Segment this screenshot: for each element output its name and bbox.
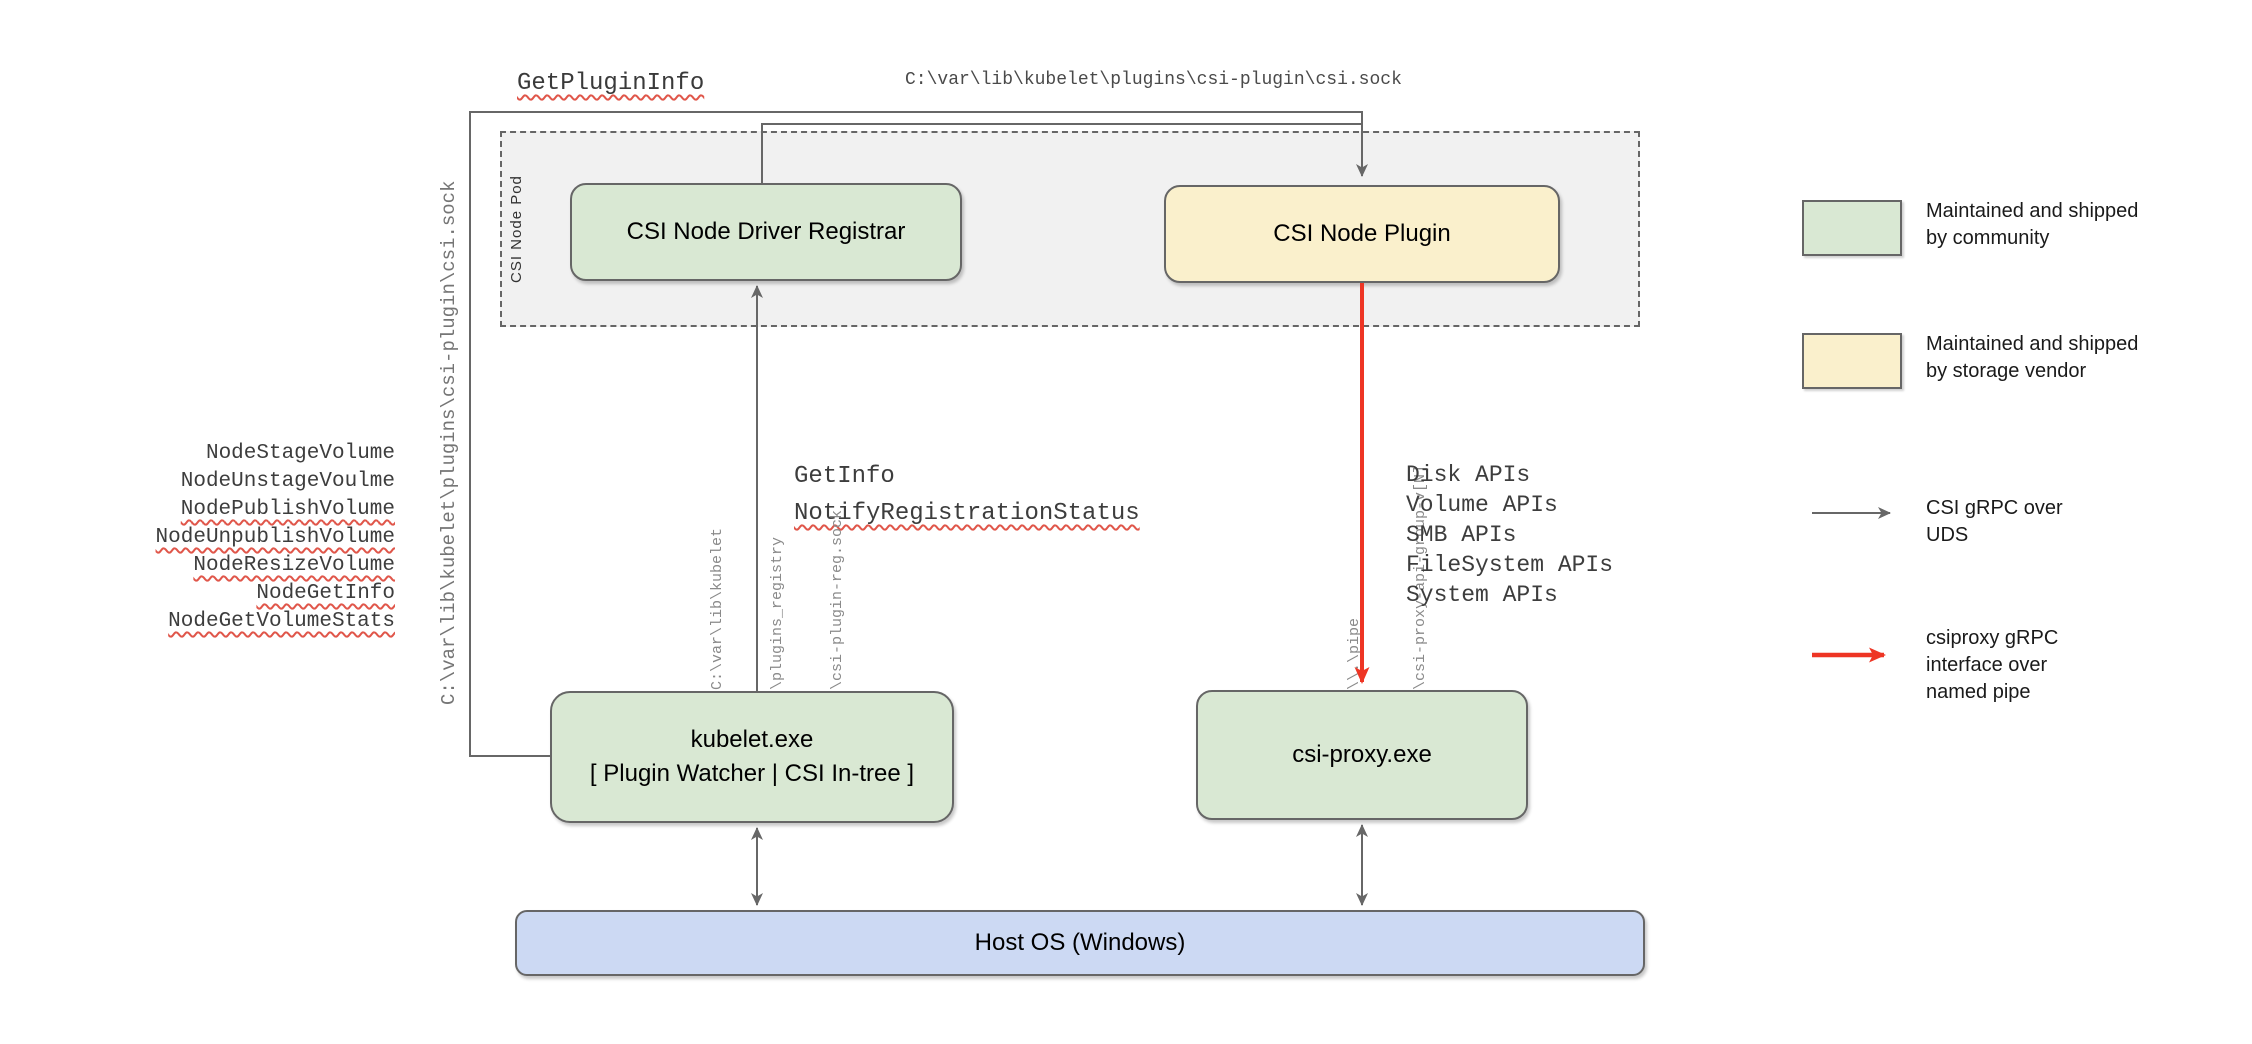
legend-community-text: Maintained and shipped by community	[1926, 200, 2139, 249]
csi-node-plugin-box: CSI Node Plugin	[1164, 185, 1560, 283]
kubelet-label-line1: kubelet.exe	[690, 726, 814, 753]
csi-node-plugin-label: CSI Node Plugin	[1273, 220, 1451, 247]
node-call-item: NodeUnstageVoulme	[180, 470, 395, 493]
node-call-item: NodePublishVolume	[180, 498, 395, 521]
plugin-reg-sock-path-label: C:\var\lib\kubelet \plugins_registry \cs…	[709, 509, 846, 690]
node-call-item: NodeResizeVolume	[193, 554, 395, 577]
legend-uds-text: CSI gRPC over UDS	[1926, 497, 2063, 546]
node-call-item: NodeGetInfo	[256, 582, 395, 605]
node-call-item: NodeGetVolumeStats	[168, 610, 395, 633]
csi-proxy-box: csi-proxy.exe	[1196, 690, 1528, 820]
csi-sock-path-top-label: C:\var\lib\kubelet\plugins\csi-plugin\cs…	[905, 70, 1402, 90]
get-info-label: GetInfo	[794, 463, 895, 490]
csi-node-pod-label: CSI Node Pod	[508, 175, 525, 283]
csi-proxy-api-list: Disk APIs Volume APIs SMB APIs FileSyste…	[1406, 460, 1613, 610]
csi-proxy-label: csi-proxy.exe	[1292, 741, 1432, 768]
node-calls-list: NodeStageVolume NodeUnstageVoulme NodePu…	[90, 440, 395, 636]
legend-vendor-text: Maintained and shipped by storage vendor	[1926, 333, 2139, 382]
legend-vendor-swatch	[1802, 333, 1902, 389]
kubelet-label-line2: [ Plugin Watcher | CSI In-tree ]	[589, 760, 915, 787]
api-item: Disk APIs	[1406, 462, 1531, 488]
api-item: FileSystem APIs	[1406, 552, 1614, 578]
host-os-label: Host OS (Windows)	[974, 929, 1186, 956]
legend-named-pipe-text: csiproxy gRPC interface over named pipe	[1926, 627, 2059, 703]
csi-sock-path-left-label: C:\var\lib\kubelet\plugins\csi-plugin\cs…	[438, 180, 460, 706]
legend-community-swatch	[1802, 200, 1902, 256]
node-call-item: NodeUnpublishVolume	[155, 526, 395, 549]
csi-node-driver-registrar-box: CSI Node Driver Registrar	[570, 183, 962, 281]
api-item: System APIs	[1406, 582, 1558, 608]
api-item: SMB APIs	[1406, 522, 1517, 548]
host-os-box: Host OS (Windows)	[515, 910, 1645, 976]
api-item: Volume APIs	[1406, 492, 1558, 518]
node-call-item: NodeStageVolume	[205, 442, 395, 465]
csi-node-driver-registrar-label: CSI Node Driver Registrar	[626, 218, 906, 245]
get-plugin-info-label: GetPluginInfo	[517, 70, 705, 97]
kubelet-box: kubelet.exe [ Plugin Watcher | CSI In-tr…	[550, 691, 954, 823]
